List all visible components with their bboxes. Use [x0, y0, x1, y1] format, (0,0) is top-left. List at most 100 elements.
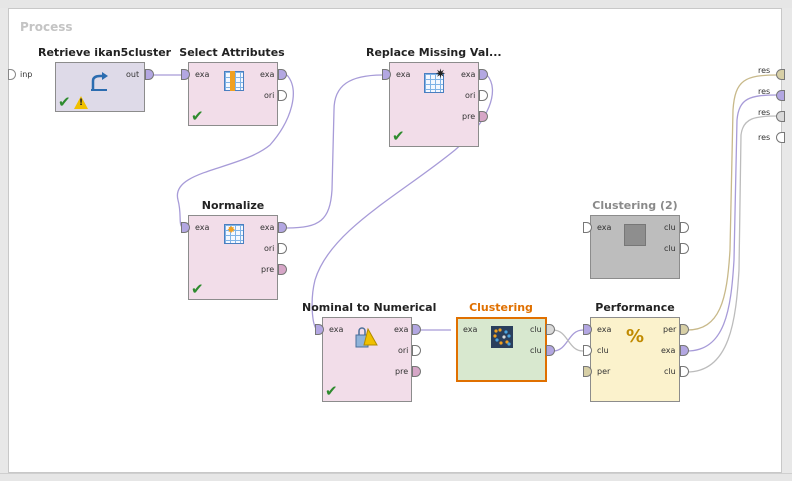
replace-port-label-in-exa: exa: [396, 70, 411, 79]
performance-port-label-in-per: per: [597, 367, 611, 376]
nominal-port-out-pre[interactable]: [412, 366, 421, 377]
select-port-label-out-exa: exa: [260, 70, 275, 79]
clustering-operator[interactable]: [456, 317, 547, 382]
normalize-port-out-pre[interactable]: [278, 264, 287, 275]
normalize-port-label-out-exa: exa: [260, 223, 275, 232]
normalize-port-label-out-pre: pre: [261, 265, 275, 274]
clustering-port-label-out-clu-1: clu: [530, 325, 542, 334]
bottom-bar: [0, 473, 792, 481]
warning-icon: [74, 96, 88, 109]
wire-clustering-perf-clu: [552, 329, 584, 352]
replace-port-out-ori[interactable]: [479, 90, 488, 101]
clustering-port-label-out-clu-2: clu: [530, 346, 542, 355]
replace-port-in-exa[interactable]: [382, 69, 391, 80]
clustering-port-out-clu-2[interactable]: [546, 345, 555, 356]
performance-port-label-in-clu: clu: [597, 346, 609, 355]
result-port-4[interactable]: [776, 132, 785, 143]
wire-replace-nominal: [311, 74, 494, 331]
status-ok-icon: ✔: [325, 382, 338, 400]
select-attributes-operator[interactable]: ✔: [188, 62, 278, 126]
nominal-port-label-out-ori: ori: [398, 346, 409, 355]
nominal-port-in-exa[interactable]: [315, 324, 324, 335]
clustering2-port-label-out-clu-1: clu: [664, 223, 676, 232]
performance-operator[interactable]: %: [590, 317, 680, 402]
process-input-port[interactable]: [8, 69, 16, 80]
normalize-operator-name: Normalize: [201, 199, 265, 212]
replace-port-label-out-exa: exa: [461, 70, 476, 79]
wire-perf-res2: [686, 94, 778, 352]
retrieve-operator-name: Retrieve ikan5cluster: [38, 46, 172, 59]
cluster-icon: [491, 326, 513, 348]
replace-port-label-out-pre: pre: [462, 112, 476, 121]
replace-port-out-exa[interactable]: [479, 69, 488, 80]
nominal-port-out-ori[interactable]: [412, 345, 421, 356]
clustering-port-label-in-exa: exa: [463, 325, 478, 334]
performance-port-label-out-per: per: [663, 325, 677, 334]
clustering-operator-name: Clustering: [469, 301, 533, 314]
retrieve-operator[interactable]: ✔ !: [55, 62, 145, 112]
select-port-out-exa[interactable]: [278, 69, 287, 80]
status-ok-icon: ✔: [58, 93, 71, 111]
nominal-port-out-exa[interactable]: [412, 324, 421, 335]
clustering2-port-out-clu-2[interactable]: [680, 243, 689, 254]
clustering2-port-in-exa[interactable]: [583, 222, 592, 233]
normalize-port-out-ori[interactable]: [278, 243, 287, 254]
select-port-in-exa[interactable]: [181, 69, 190, 80]
star-icon: ✸: [227, 225, 236, 236]
select-port-label-out-ori: ori: [264, 91, 275, 100]
performance-port-in-clu[interactable]: [583, 345, 592, 356]
result-port-3[interactable]: [776, 111, 785, 122]
replace-missing-operator[interactable]: ✷ ✔: [389, 62, 479, 147]
table-icon: [224, 224, 244, 244]
clustering2-operator[interactable]: [590, 215, 680, 279]
clustering2-port-label-in-exa: exa: [597, 223, 612, 232]
table-icon: [424, 73, 444, 93]
status-ok-icon: ✔: [191, 280, 204, 298]
clustering-port-out-clu-1[interactable]: [546, 324, 555, 335]
nominal-to-numerical-operator[interactable]: ✔: [322, 317, 412, 402]
normalize-port-out-exa[interactable]: [278, 222, 287, 233]
sparkle-icon: ✷: [435, 67, 446, 82]
status-ok-icon: ✔: [191, 107, 204, 125]
warning-icon-mark: !: [79, 98, 84, 108]
retrieve-port-label-out: out: [126, 70, 140, 79]
wire-normalize-replace: [286, 74, 384, 229]
nominal-operator-name: Nominal to Numerical: [302, 301, 437, 314]
cluster-icon: [624, 224, 646, 246]
performance-port-label-in-exa: exa: [597, 325, 612, 334]
normalize-operator[interactable]: ✸ ✔: [188, 215, 278, 300]
performance-port-out-per[interactable]: [680, 324, 689, 335]
performance-port-label-out-clu: clu: [664, 367, 676, 376]
result-port-1[interactable]: [776, 69, 785, 80]
performance-operator-name: Performance: [595, 301, 675, 314]
retrieve-port-out[interactable]: [145, 69, 154, 80]
replace-missing-operator-name: Replace Missing Val...: [366, 46, 502, 59]
retrieve-icon: [91, 72, 108, 91]
status-ok-icon: ✔: [392, 127, 405, 145]
performance-port-label-out-exa: exa: [661, 346, 676, 355]
select-port-label-in-exa: exa: [195, 70, 210, 79]
replace-port-label-out-ori: ori: [465, 91, 476, 100]
normalize-port-label-in-exa: exa: [195, 223, 210, 232]
performance-port-in-exa[interactable]: [583, 324, 592, 335]
result-port-label-3: res: [758, 108, 771, 117]
select-attributes-operator-name: Select Attributes: [179, 46, 285, 59]
replace-port-out-pre[interactable]: [479, 111, 488, 122]
clustering2-port-out-clu-1[interactable]: [680, 222, 689, 233]
result-port-2[interactable]: [776, 90, 785, 101]
nominal-port-label-out-exa: exa: [394, 325, 409, 334]
select-port-out-ori[interactable]: [278, 90, 287, 101]
performance-port-out-clu[interactable]: [680, 366, 689, 377]
clustering2-operator-name: Clustering (2): [592, 199, 678, 212]
performance-port-out-exa[interactable]: [680, 345, 689, 356]
result-port-label-1: res: [758, 66, 771, 75]
nominal-port-label-in-exa: exa: [329, 325, 344, 334]
wire-perf-res3: [686, 115, 778, 373]
wire-select-normalize: [176, 74, 294, 229]
convert-icon: [355, 327, 378, 348]
result-port-label-4: res: [758, 133, 771, 142]
normalize-port-in-exa[interactable]: [181, 222, 190, 233]
performance-port-in-per[interactable]: [583, 366, 592, 377]
process-title: Process: [20, 20, 73, 34]
